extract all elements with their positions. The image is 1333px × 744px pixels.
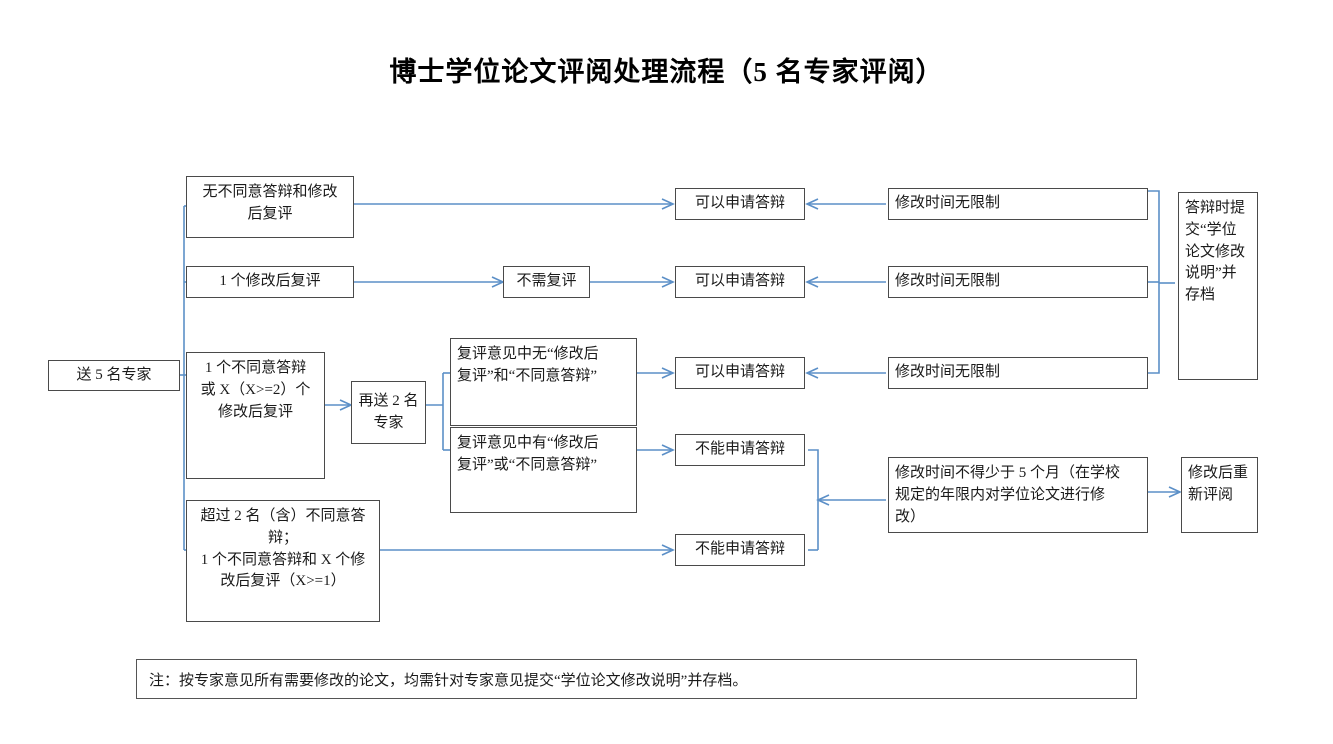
node-cannot-apply-2[interactable]: 不能申请答辩 [675,534,805,566]
page-title: 博士学位论文评阅处理流程（5 名专家评阅） [389,57,944,87]
node-unlimited-time-1[interactable]: 修改时间无限制 [888,188,1148,220]
node-re-review-after[interactable]: 修改后重 新评阅 [1181,457,1258,533]
node-can-apply-2[interactable]: 可以申请答辩 [675,266,805,298]
node-submit-statement[interactable]: 答辩时提 交“学位 论文修改 说明”并 存档 [1178,192,1258,380]
node-branch-no-objection[interactable]: 无不同意答辩和修改 后复评 [186,176,354,238]
node-unlimited-time-2[interactable]: 修改时间无限制 [888,266,1148,298]
node-review-some[interactable]: 复评意见中有“修改后 复评”或“不同意答辩” [450,427,637,513]
node-can-apply-3[interactable]: 可以申请答辩 [675,357,805,389]
node-start[interactable]: 送 5 名专家 [48,360,180,391]
footer-note: 注：按专家意见所有需要修改的论文，均需针对专家意见提交“学位论文修改说明”并存档… [136,659,1137,699]
node-review-none[interactable]: 复评意见中无“修改后 复评”和“不同意答辩” [450,338,637,426]
node-unlimited-time-3[interactable]: 修改时间无限制 [888,357,1148,389]
node-branch-over-two[interactable]: 超过 2 名（含）不同意答 辩； 1 个不同意答辩和 X 个修 改后复评（X>=… [186,500,380,622]
node-branch-one-revise[interactable]: 1 个修改后复评 [186,266,354,298]
node-min-five-months[interactable]: 修改时间不得少于 5 个月（在学校 规定的年限内对学位论文进行修 改） [888,457,1148,533]
node-can-apply-1[interactable]: 可以申请答辩 [675,188,805,220]
node-cannot-apply-1[interactable]: 不能申请答辩 [675,434,805,466]
node-branch-one-object[interactable]: 1 个不同意答辩 或 X（X>=2）个 修改后复评 [186,352,325,479]
node-no-re-review[interactable]: 不需复评 [503,266,590,298]
node-resend-two-experts[interactable]: 再送 2 名 专家 [351,381,426,444]
